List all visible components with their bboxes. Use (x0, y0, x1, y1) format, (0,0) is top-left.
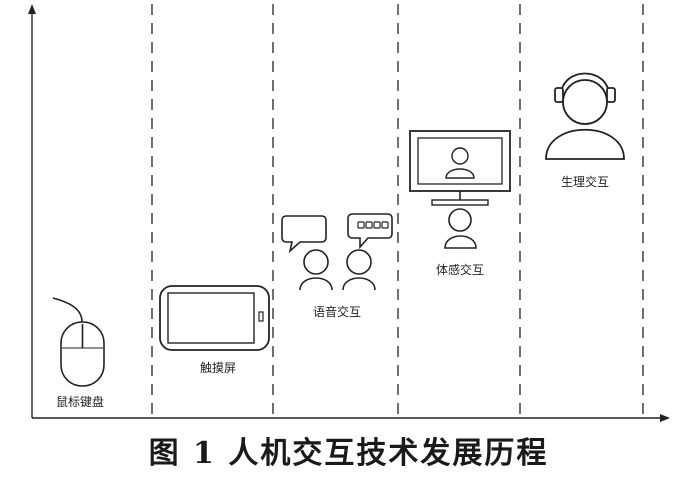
stage-label-mouse: 鼠标键盘 (56, 394, 104, 409)
x-axis-arrow (660, 414, 670, 422)
speech-bubble-icon (281, 215, 327, 254)
voice-users-icon (281, 213, 393, 291)
touchscreen-icon (159, 285, 270, 351)
stage-label-voice: 语音交互 (313, 304, 361, 319)
axes (28, 4, 670, 422)
stage-label-touchscreen: 触摸屏 (200, 361, 236, 375)
typing-dots (357, 221, 389, 229)
mouse-icon (52, 297, 105, 387)
headset-user-icon (545, 72, 625, 160)
user-icon (444, 208, 477, 249)
monitor-user-icon (409, 130, 511, 249)
chat-bubble-icon (347, 213, 393, 250)
stage-label-somatosensory: 体感交互 (436, 262, 484, 277)
user-icon (299, 249, 333, 291)
stage-dividers (151, 4, 644, 418)
evolution-diagram: 鼠标键盘 触摸屏 语音交互 (28, 4, 670, 422)
stage-label-physiological: 生理交互 (561, 174, 609, 189)
user-icon (342, 249, 376, 291)
figure-caption: 图 1 人机交互技术发展历程 (148, 436, 549, 471)
y-axis-arrow (28, 4, 36, 14)
